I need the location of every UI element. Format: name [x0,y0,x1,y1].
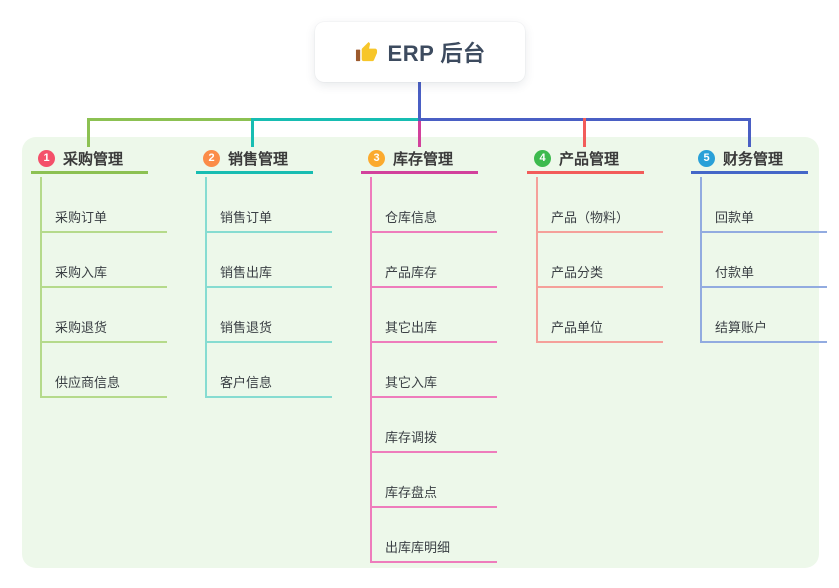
branch-badge-2: 2 [203,149,220,167]
child-node-label: 仓库信息 [385,210,438,225]
child-node-label: 销售出库 [220,265,273,280]
child-node[interactable]: 结算账户 [700,309,827,343]
branch-label: 库存管理 [393,150,454,168]
child-node-label: 客户信息 [220,375,273,390]
root-label: ERP 后台 [387,41,486,66]
branches-panel [22,137,819,568]
connector-drop-branch-1 [87,118,90,147]
child-node-label: 采购订单 [55,210,108,225]
child-node[interactable]: 仓库信息 [370,199,497,233]
branch-label: 销售管理 [228,150,289,168]
child-node[interactable]: 库存盘点 [370,474,497,508]
child-node-label: 供应商信息 [55,375,121,390]
branch-badge-5: 5 [698,149,715,167]
child-node[interactable]: 客户信息 [205,364,332,398]
child-node[interactable]: 其它入库 [370,364,497,398]
child-node[interactable]: 产品单位 [536,309,663,343]
child-node[interactable]: 销售出库 [205,254,332,288]
spine-branch-5 [700,177,702,343]
child-node-label: 产品库存 [385,265,438,280]
child-node-label: 产品分类 [551,265,604,280]
spine-branch-4 [536,177,538,343]
branch-label: 采购管理 [63,150,124,168]
child-node[interactable]: 回款单 [700,199,827,233]
child-node[interactable]: 付款单 [700,254,827,288]
child-node[interactable]: 库存调拨 [370,419,497,453]
branch-header-purchase[interactable]: 1 采购管理 [31,145,148,174]
child-node-label: 产品（物料） [551,210,630,225]
branch-header-finance[interactable]: 5 财务管理 [691,145,808,174]
child-node[interactable]: 出库库明细 [370,529,497,563]
branch-label: 产品管理 [559,150,620,168]
child-node[interactable]: 采购退货 [40,309,167,343]
child-node[interactable]: 产品（物料） [536,199,663,233]
child-node-label: 库存盘点 [385,485,438,500]
child-node-label: 其它入库 [385,375,438,390]
child-node-label: 销售退货 [220,320,273,335]
child-node[interactable]: 产品分类 [536,254,663,288]
root-node[interactable]: ERP 后台 [315,22,525,82]
child-node-label: 其它出库 [385,320,438,335]
branch-badge-4: 4 [534,149,551,167]
spine-branch-3 [370,177,372,563]
branch-badge-3: 3 [368,149,385,167]
branch-header-product[interactable]: 4 产品管理 [527,145,644,174]
child-node[interactable]: 供应商信息 [40,364,167,398]
child-node-label: 采购入库 [55,265,108,280]
connector-bus-left-teal [252,118,419,121]
child-node[interactable]: 其它出库 [370,309,497,343]
child-node[interactable]: 销售退货 [205,309,332,343]
child-node[interactable]: 采购订单 [40,199,167,233]
child-node-label: 采购退货 [55,320,108,335]
branch-badge-1: 1 [38,149,55,167]
connector-drop-branch-3 [418,121,421,147]
child-node-label: 销售订单 [220,210,273,225]
connector-root-drop [418,82,421,118]
branch-header-sales[interactable]: 2 销售管理 [196,145,313,174]
child-node-label: 回款单 [715,210,755,225]
child-node-label: 出库库明细 [385,540,451,555]
connector-bus-left-green [87,118,252,121]
child-node[interactable]: 采购入库 [40,254,167,288]
child-node-label: 付款单 [715,265,755,280]
branch-header-inventory[interactable]: 3 库存管理 [361,145,478,174]
child-node[interactable]: 销售订单 [205,199,332,233]
child-node[interactable]: 产品库存 [370,254,497,288]
child-node-label: 库存调拨 [385,430,438,445]
branch-label: 财务管理 [723,150,784,168]
child-node-label: 产品单位 [551,320,604,335]
thumbs-up-icon [355,41,377,61]
child-node-label: 结算账户 [715,320,768,335]
connector-drop-branch-5 [748,118,751,147]
connector-drop-branch-4 [583,118,586,147]
connector-drop-branch-2 [251,118,254,147]
